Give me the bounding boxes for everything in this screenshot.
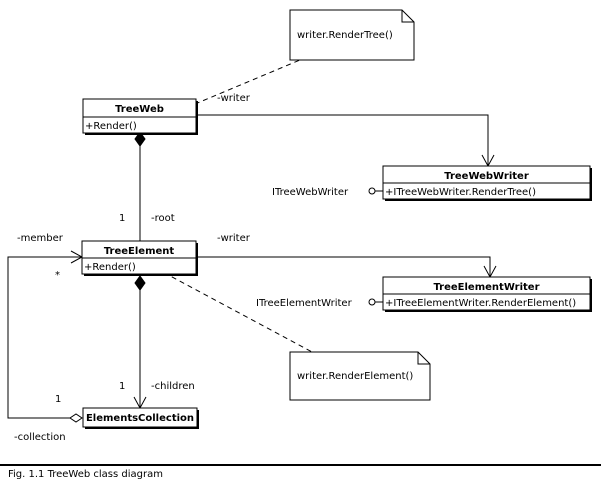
class-treeelementwriter-operation: +ITreeElementWriter.RenderElement() (385, 298, 576, 309)
class-treeelement: TreeElement +Render() (81, 240, 198, 276)
class-treewebwriter-operation: +ITreeWebWriter.RenderTree() (385, 187, 536, 198)
class-elementscollection-name: ElementsCollection (86, 413, 194, 424)
note-render-element: writer.RenderElement() (289, 351, 431, 401)
interface-itreewebwriter: ITreeWebWriter (272, 187, 383, 198)
role-element-writer: -writer (217, 233, 251, 244)
interface-itreewebwriter-label: ITreeWebWriter (272, 187, 349, 198)
note-render-tree: writer.RenderTree() (289, 9, 415, 61)
class-elementscollection: ElementsCollection (82, 407, 199, 429)
multiplicity-collection: 1 (55, 394, 61, 405)
class-treeweb-operation: +Render() (85, 121, 137, 132)
interface-itreeelementwriter: ITreeElementWriter (256, 298, 383, 309)
note-render-element-anchor (147, 263, 313, 353)
role-web-writer: -writer (217, 93, 251, 104)
class-diagram: writer.RenderTree() writer.RenderElement… (7, 9, 592, 443)
caption-divider (0, 464, 601, 466)
class-treewebwriter: TreeWebWriter +ITreeWebWriter.RenderTree… (382, 165, 592, 201)
class-treeweb-name: TreeWeb (115, 104, 164, 115)
multiplicity-member: * (55, 270, 60, 281)
collection-aggregation-diamond (69, 413, 83, 423)
class-treeelement-operation: +Render() (84, 262, 136, 273)
role-collection: -collection (14, 432, 66, 443)
treeelement-composition-diamond (134, 275, 146, 291)
role-root: -root (151, 213, 175, 224)
class-treeelementwriter: TreeElementWriter +ITreeElementWriter.Re… (382, 276, 592, 312)
class-treeelementwriter-name: TreeElementWriter (433, 282, 539, 293)
multiplicity-root: 1 (119, 213, 125, 224)
role-member: -member (17, 233, 64, 244)
collection-member-aggregation (7, 256, 82, 419)
treeweb-composition-diamond (134, 131, 146, 147)
treeweb-writer-association (196, 114, 489, 166)
class-treeweb: TreeWeb +Render() (82, 98, 198, 135)
note-render-tree-text: writer.RenderTree() (297, 30, 393, 41)
figure-caption: Fig. 1.1 TreeWeb class diagram (8, 469, 163, 480)
multiplicity-children: 1 (119, 381, 125, 392)
role-children: -children (151, 381, 195, 392)
class-treewebwriter-name: TreeWebWriter (444, 171, 529, 182)
class-treeelement-name: TreeElement (104, 246, 175, 257)
treeelement-writer-association (196, 256, 491, 277)
interface-itreeelementwriter-label: ITreeElementWriter (256, 298, 353, 309)
note-render-element-text: writer.RenderElement() (297, 371, 413, 382)
